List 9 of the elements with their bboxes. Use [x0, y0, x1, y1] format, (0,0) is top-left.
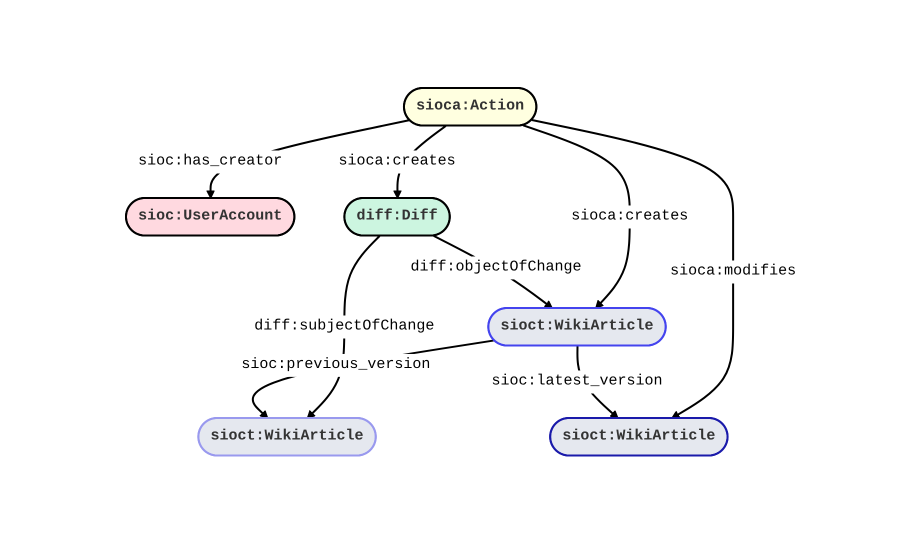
- edge-label: sioca:creates: [338, 152, 456, 170]
- edge-label: sioc:latest_version: [492, 372, 663, 390]
- edge-label: diff:subjectOfChange: [254, 318, 435, 335]
- arrow: [523, 124, 632, 310]
- edge-label: sioca:modifies: [670, 262, 797, 280]
- edge-label: diff:objectOfChange: [410, 258, 582, 276]
- edge-label: sioc:has_creator: [138, 152, 283, 170]
- edge-label: sioc:previous_version: [242, 356, 431, 374]
- edge-label: sioca:creates: [572, 208, 689, 225]
